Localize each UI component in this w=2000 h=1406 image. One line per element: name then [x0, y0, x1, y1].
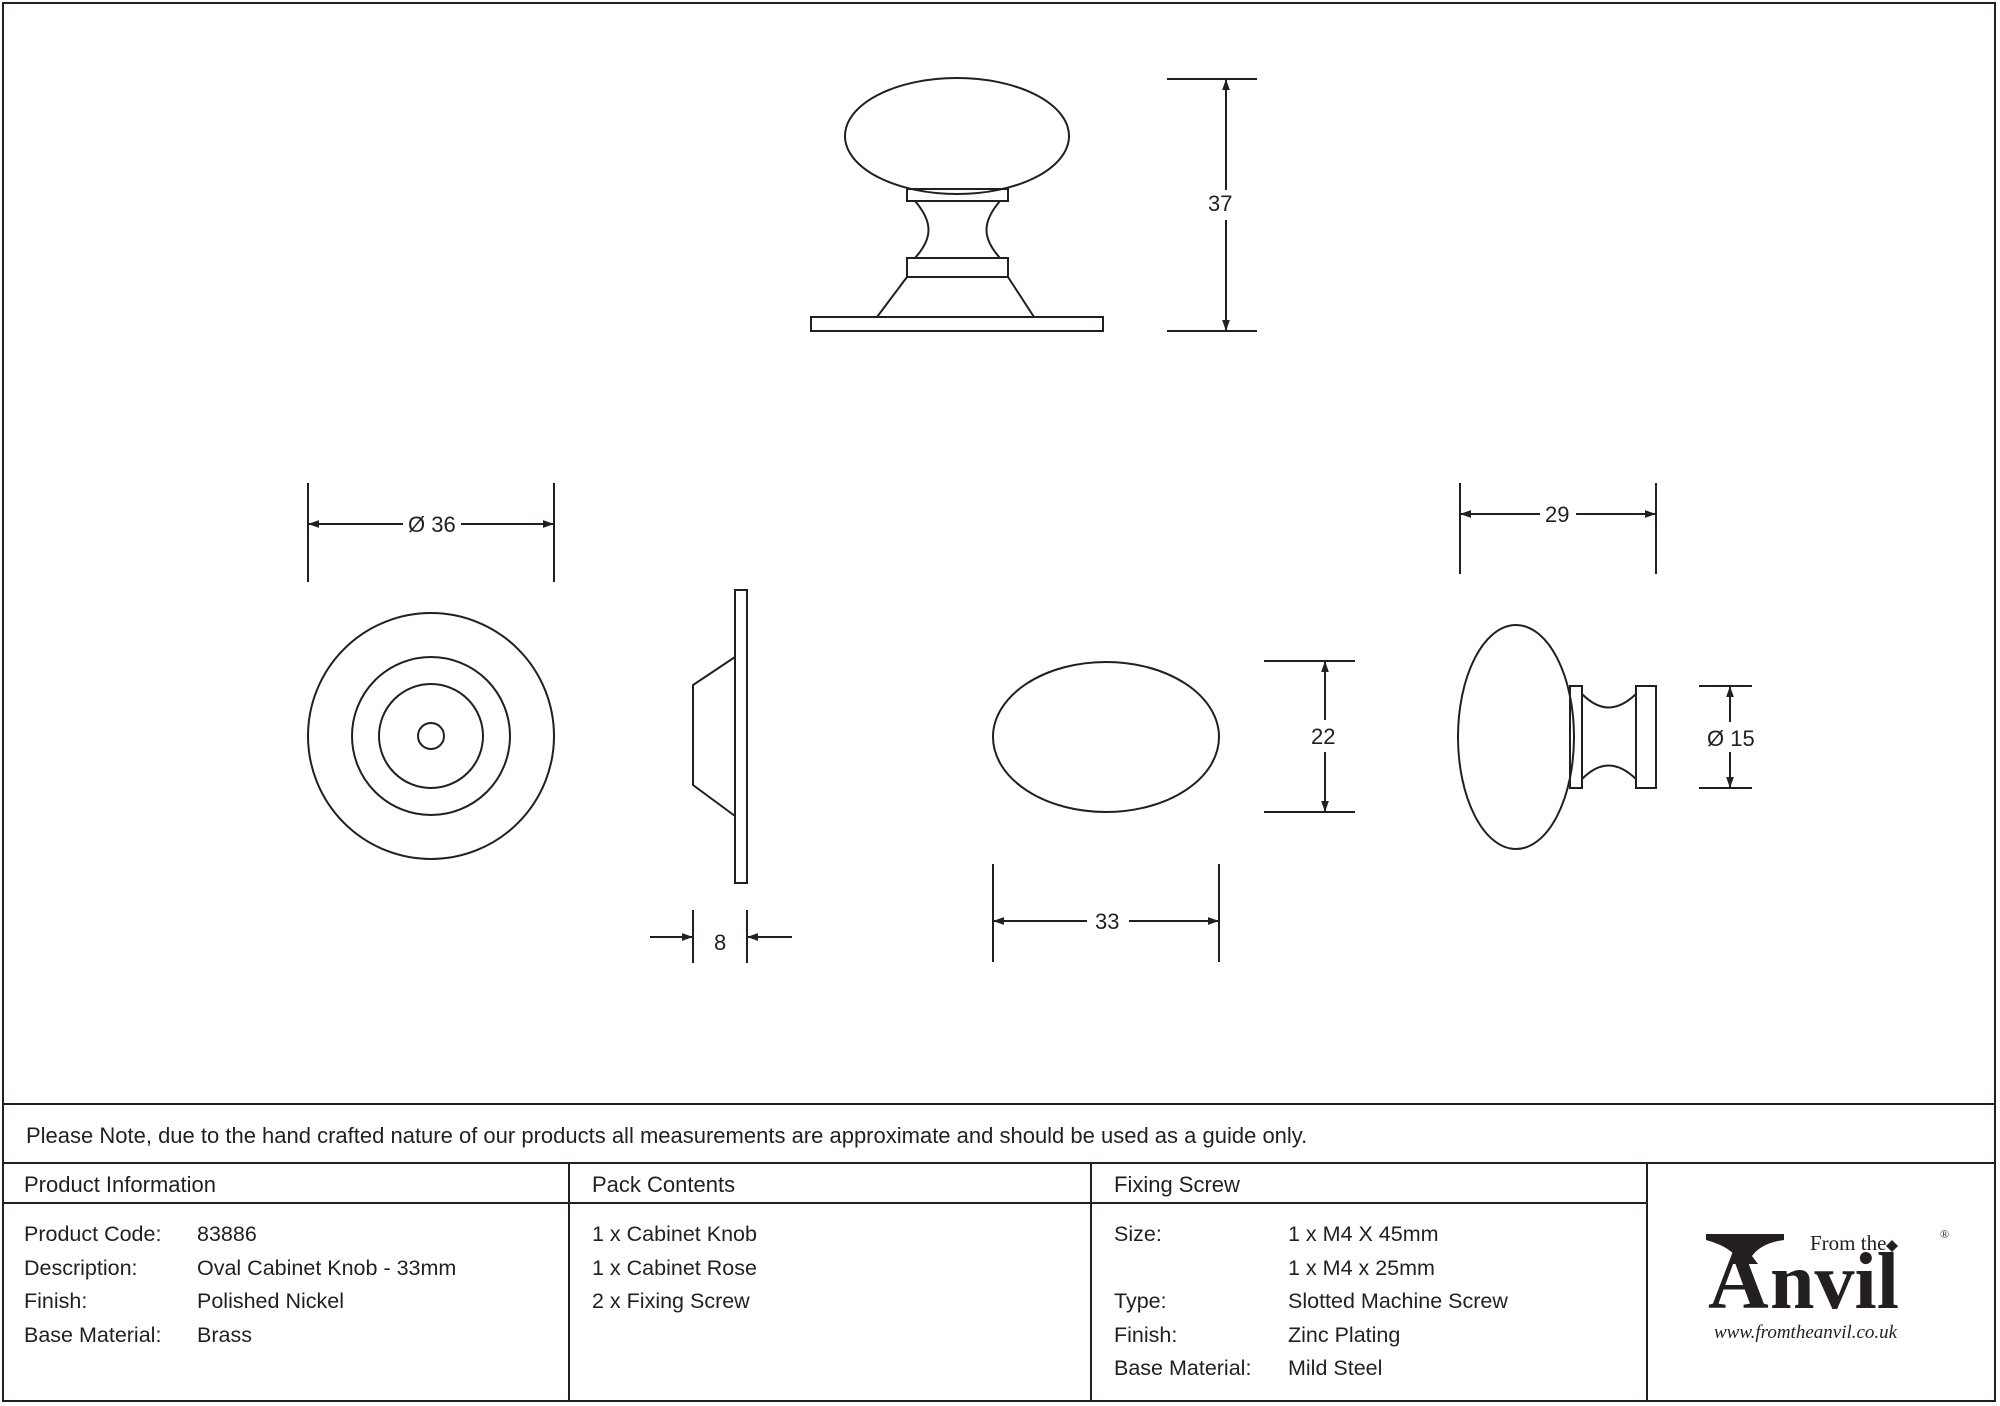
fixing-screw-heading: Fixing Screw: [1114, 1172, 1240, 1197]
description-value: Oval Cabinet Knob - 33mm: [197, 1255, 457, 1280]
screw-material-value: Mild Steel: [1288, 1356, 1383, 1380]
rose-front-view: [307, 612, 555, 860]
base-material-row: Base Material: Brass: [24, 1319, 456, 1353]
knob-head-profile: [1457, 624, 1575, 850]
knob-head-outline: [844, 77, 1070, 195]
base-material-value: Brass: [197, 1322, 252, 1347]
lower-collar: [906, 257, 1009, 278]
rose-cone-profile: [692, 656, 736, 817]
knob-width-label: 33: [1095, 909, 1119, 934]
product-information-header: Product Information: [2, 1164, 568, 1204]
neck-collar-inner: [1569, 685, 1583, 789]
pack-item: 2 x Fixing Screw: [592, 1289, 750, 1313]
product-code-row: Product Code: 83886: [24, 1218, 456, 1252]
screw-hole: [417, 722, 445, 750]
finish-value: Polished Nickel: [197, 1289, 344, 1313]
screw-material-row: Base Material: Mild Steel: [1114, 1352, 1508, 1386]
height-dimension: [1167, 78, 1257, 332]
rose-depth-dimension: [650, 910, 792, 963]
logo-url: www.fromtheanvil.co.uk: [1714, 1322, 1898, 1343]
product-information-panel: Product Information Product Code: 83886 D…: [2, 1164, 570, 1402]
row-label: Base Material:: [1114, 1356, 1252, 1380]
neck-diameter-label: Ø 15: [1707, 726, 1755, 751]
rose-inner-ring: [378, 683, 484, 789]
knob-height-dimension: [1264, 660, 1355, 813]
row-label: Base Material:: [24, 1322, 162, 1347]
knob-height-label: 22: [1311, 724, 1335, 749]
rose-plate: [810, 316, 1104, 332]
neck-collar-outer: [1635, 685, 1657, 789]
diamond-icon: [1886, 1240, 1898, 1252]
profile-depth-dimension: [1459, 483, 1657, 574]
finish-row: Finish: Polished Nickel: [24, 1285, 456, 1319]
rose-depth-label: 8: [714, 930, 726, 955]
registered-mark: ®: [1940, 1227, 1949, 1241]
rose-plate-edge: [734, 589, 748, 884]
row-label: Product Code:: [24, 1222, 162, 1246]
screw-type-row: Type: Slotted Machine Screw: [1114, 1285, 1508, 1319]
screw-finish-row: Finish: Zinc Plating: [1114, 1319, 1508, 1353]
neck-profile: [1581, 693, 1637, 780]
screw-size-row-2: 1 x M4 x 25mm: [1114, 1252, 1508, 1286]
row-label: Finish:: [1114, 1322, 1178, 1347]
rose-side-profile: [692, 589, 748, 884]
row-label: Size:: [1114, 1222, 1162, 1246]
logo-from-the: From the: [1810, 1231, 1886, 1255]
pack-contents-heading: Pack Contents: [592, 1172, 736, 1197]
rose-diameter-dimension: [307, 483, 555, 582]
row-label: Finish:: [24, 1289, 88, 1313]
screw-finish-value: Zinc Plating: [1288, 1322, 1401, 1347]
rose-cone: [876, 276, 1035, 318]
upper-collar: [906, 188, 1009, 202]
rose-outer-ring: [307, 612, 555, 860]
pack-contents-list: 1 x Cabinet Knob 1 x Cabinet Rose 2 x Fi…: [592, 1218, 757, 1319]
product-information-rows: Product Code: 83886 Description: Oval Cabi…: [24, 1218, 456, 1352]
height-dimension-label: 37: [1208, 191, 1232, 216]
fixing-screw-panel: Fixing Screw Size: 1 x M4 X 45mm 1 x M4 x…: [1092, 1164, 1648, 1402]
knob-width-dimension: [992, 864, 1220, 962]
description-row: Description: Oval Cabinet Knob - 33mm: [24, 1252, 456, 1286]
pack-contents-header: Pack Contents: [570, 1164, 1090, 1204]
screw-type-value: Slotted Machine Screw: [1288, 1289, 1508, 1313]
screw-size-row: Size: 1 x M4 X 45mm: [1114, 1218, 1508, 1252]
knob-front-view: [992, 661, 1220, 813]
rose-middle-ring: [351, 656, 511, 816]
neck-diameter-dimension: [1699, 685, 1752, 789]
anvil-icon: [1706, 1234, 1784, 1264]
fixing-screw-rows: Size: 1 x M4 X 45mm 1 x M4 x 25mm Type: Sl…: [1114, 1218, 1508, 1386]
profile-depth-label: 29: [1545, 502, 1569, 527]
row-label: Description:: [24, 1255, 138, 1280]
product-information-heading: Product Information: [24, 1172, 216, 1197]
measurement-note: Please Note, due to the hand crafted nat…: [26, 1123, 1308, 1148]
logo-anvil-rest: nvil: [1770, 1238, 1899, 1326]
row-label: Type:: [1114, 1289, 1167, 1313]
screw-size-value: 1 x M4 X 45mm: [1288, 1222, 1439, 1246]
product-code-value: 83886: [197, 1222, 257, 1246]
knob-side-profile: [1457, 624, 1657, 850]
screw-size-value-2: 1 x M4 x 25mm: [1288, 1255, 1435, 1280]
pack-contents-panel: Pack Contents 1 x Cabinet Knob 1 x Cabin…: [570, 1164, 1092, 1402]
technical-drawing: 37 Ø 36 8 22 33 29 Ø 15: [307, 77, 1755, 963]
knob-face-outline: [992, 661, 1220, 813]
from-the-anvil-logo: From the ® A nvil www.fromtheanvil.co.uk: [1706, 1227, 1949, 1343]
measurement-note-row: Please Note, due to the hand crafted nat…: [2, 1103, 1996, 1164]
pack-item: 1 x Cabinet Rose: [592, 1255, 757, 1280]
knob-neck: [914, 200, 1001, 259]
fixing-screw-header: Fixing Screw: [1092, 1164, 1646, 1204]
logo-anvil-cap: A: [1708, 1234, 1769, 1327]
row-label: [1114, 1252, 1288, 1286]
side-elevation-view: [810, 77, 1104, 332]
pack-item: 1 x Cabinet Knob: [592, 1222, 757, 1246]
rose-diameter-label: Ø 36: [408, 512, 456, 537]
